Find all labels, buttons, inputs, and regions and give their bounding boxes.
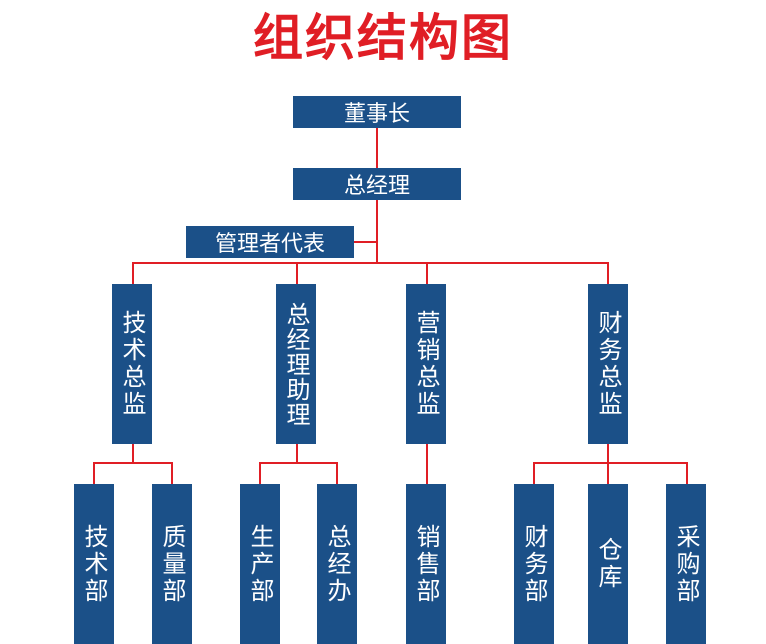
connector-to-finance xyxy=(607,262,609,284)
connector-to-production-dept xyxy=(259,462,261,484)
connector-to-marketing xyxy=(426,262,428,284)
node-quality-dept: 质量部 xyxy=(152,484,192,644)
connector-to-technical xyxy=(132,262,134,284)
connector-finance-bar xyxy=(533,462,688,464)
connector-to-quality-dept xyxy=(171,462,173,484)
connector-gm-trunk xyxy=(376,199,378,263)
connector-gm-assistant-down xyxy=(296,444,298,464)
node-finance-dept: 财务部 xyxy=(514,484,554,644)
node-label: 总经办 xyxy=(323,523,351,605)
node-technical-director: 技术总监 xyxy=(112,284,152,444)
node-label: 管理者代表 xyxy=(214,232,325,257)
node-tech-dept: 技术部 xyxy=(74,484,114,644)
node-marketing-director: 营销总监 xyxy=(406,284,446,444)
node-general-manager: 总经理 xyxy=(293,168,461,200)
connector-to-tech-dept xyxy=(93,462,95,484)
node-purchasing-dept: 采购部 xyxy=(666,484,706,644)
connector-representative xyxy=(354,241,377,243)
node-gm-assistant: 总经理助理 xyxy=(276,284,316,444)
connector-directors-bar xyxy=(132,262,609,264)
node-label: 技术部 xyxy=(80,523,108,605)
connector-technical-down xyxy=(132,444,134,464)
node-general-office: 总经办 xyxy=(317,484,357,644)
node-warehouse: 仓库 xyxy=(588,484,628,644)
node-sales-dept: 销售部 xyxy=(406,484,446,644)
node-label: 生产部 xyxy=(246,523,274,605)
node-management-representative: 管理者代表 xyxy=(186,226,354,258)
connector-chairman-gm xyxy=(376,128,378,169)
node-production-dept: 生产部 xyxy=(240,484,280,644)
node-label: 财务部 xyxy=(520,523,548,605)
node-label: 质量部 xyxy=(158,523,186,605)
node-label: 总经理助理 xyxy=(282,301,310,427)
page-title: 组织结构图 xyxy=(253,9,513,67)
node-label: 采购部 xyxy=(672,523,700,605)
node-label: 董事长 xyxy=(343,102,410,127)
node-label: 财务总监 xyxy=(594,310,622,418)
connector-to-sales-dept xyxy=(426,444,428,484)
connector-finance-down xyxy=(607,444,609,464)
node-label: 技术总监 xyxy=(118,310,146,418)
node-label: 销售部 xyxy=(412,523,440,605)
node-chairman: 董事长 xyxy=(293,96,461,128)
node-label: 总经理 xyxy=(343,174,410,199)
node-label: 营销总监 xyxy=(412,310,440,418)
connector-to-gm-assistant xyxy=(296,262,298,284)
connector-to-warehouse xyxy=(607,462,609,484)
connector-to-finance-dept xyxy=(533,462,535,484)
node-finance-director: 财务总监 xyxy=(588,284,628,444)
connector-technical-bar xyxy=(93,462,173,464)
node-label: 仓库 xyxy=(594,537,622,591)
connector-gm-assistant-bar xyxy=(259,462,338,464)
connector-to-general-office xyxy=(336,462,338,484)
connector-to-purchasing-dept xyxy=(686,462,688,484)
